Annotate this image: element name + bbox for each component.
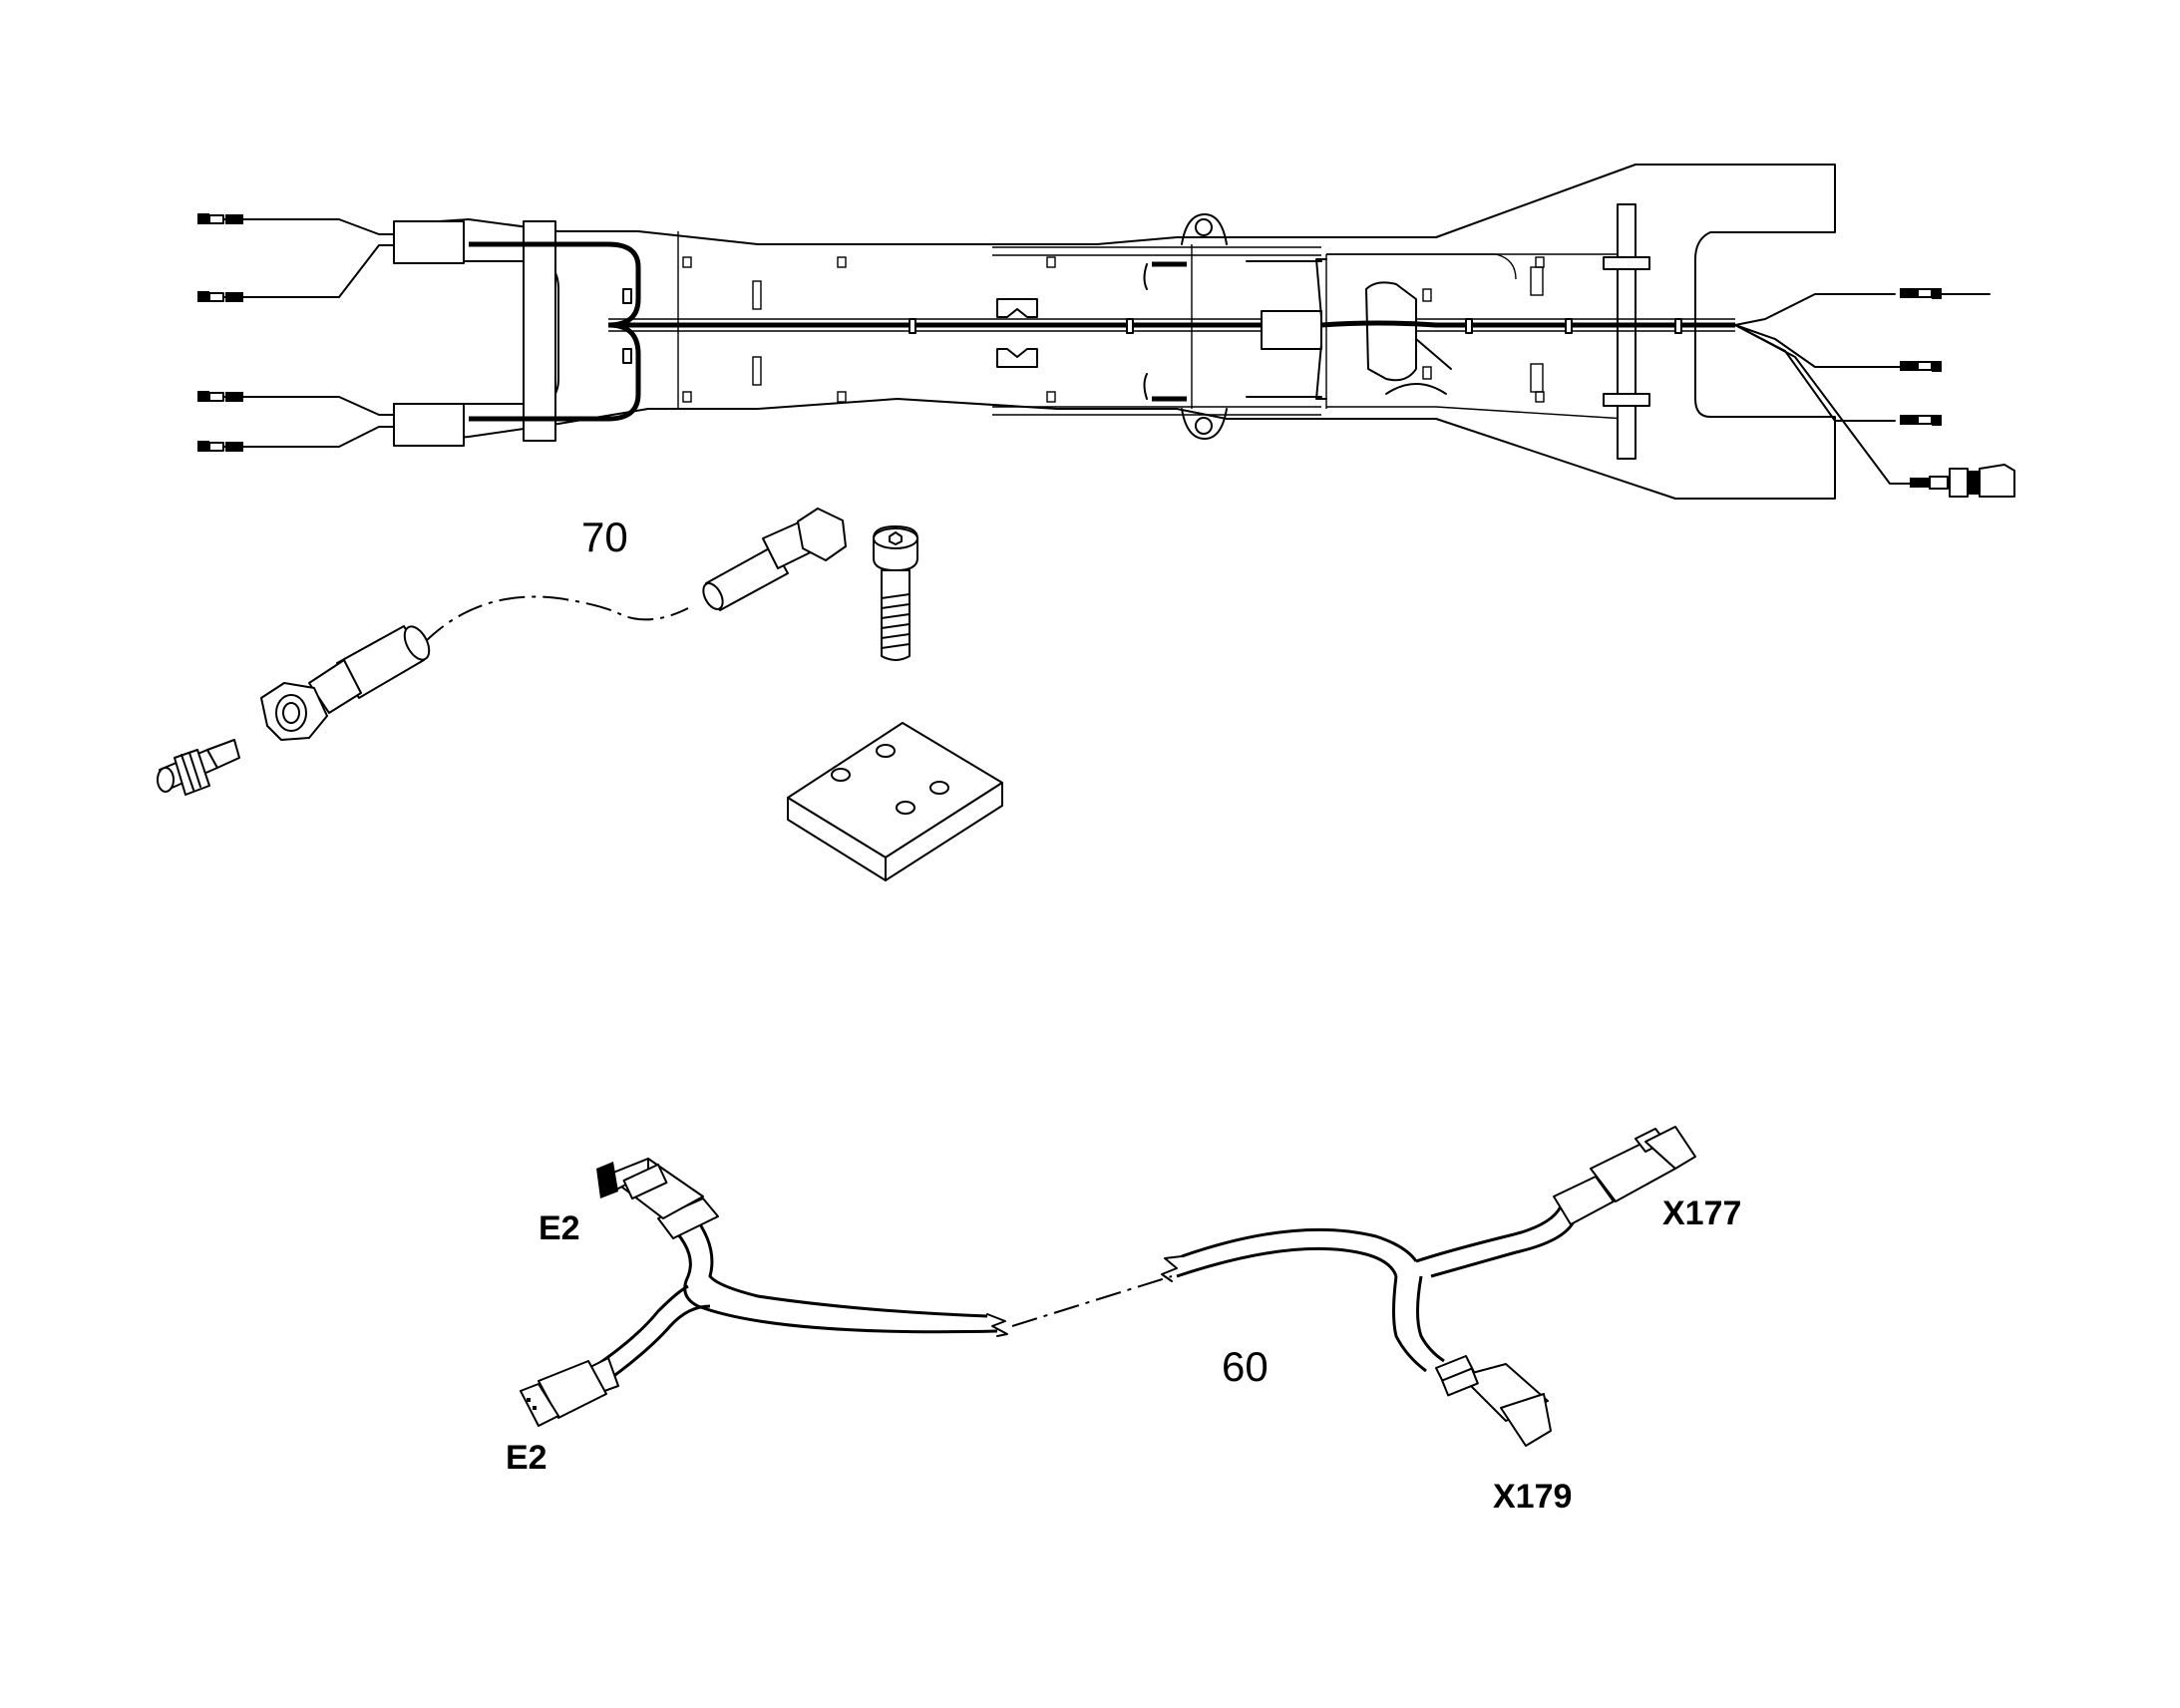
connector-e2-bottom xyxy=(520,1357,619,1427)
frame-assembly xyxy=(197,164,2015,500)
connector-e2-bottom-label: E2 xyxy=(506,1439,547,1477)
connector-x177-label: X177 xyxy=(1662,1195,1741,1232)
item-60-label: 60 xyxy=(1222,1343,1269,1390)
hose-assembly-70: 70 xyxy=(157,508,847,796)
connector-x177 xyxy=(1553,1126,1696,1225)
connector-x179 xyxy=(1435,1355,1552,1447)
plate xyxy=(787,722,1003,881)
connector-e2-top xyxy=(596,1158,719,1239)
bolt xyxy=(873,525,918,661)
right-connectors xyxy=(1734,288,2015,498)
connector-e2-top-label: E2 xyxy=(539,1209,580,1247)
item-70-label: 70 xyxy=(581,513,628,560)
wiring-harness-60: 60 E2 E2 xyxy=(506,1126,1741,1516)
left-connectors xyxy=(197,213,395,452)
connector-x179-label: X179 xyxy=(1493,1478,1572,1516)
